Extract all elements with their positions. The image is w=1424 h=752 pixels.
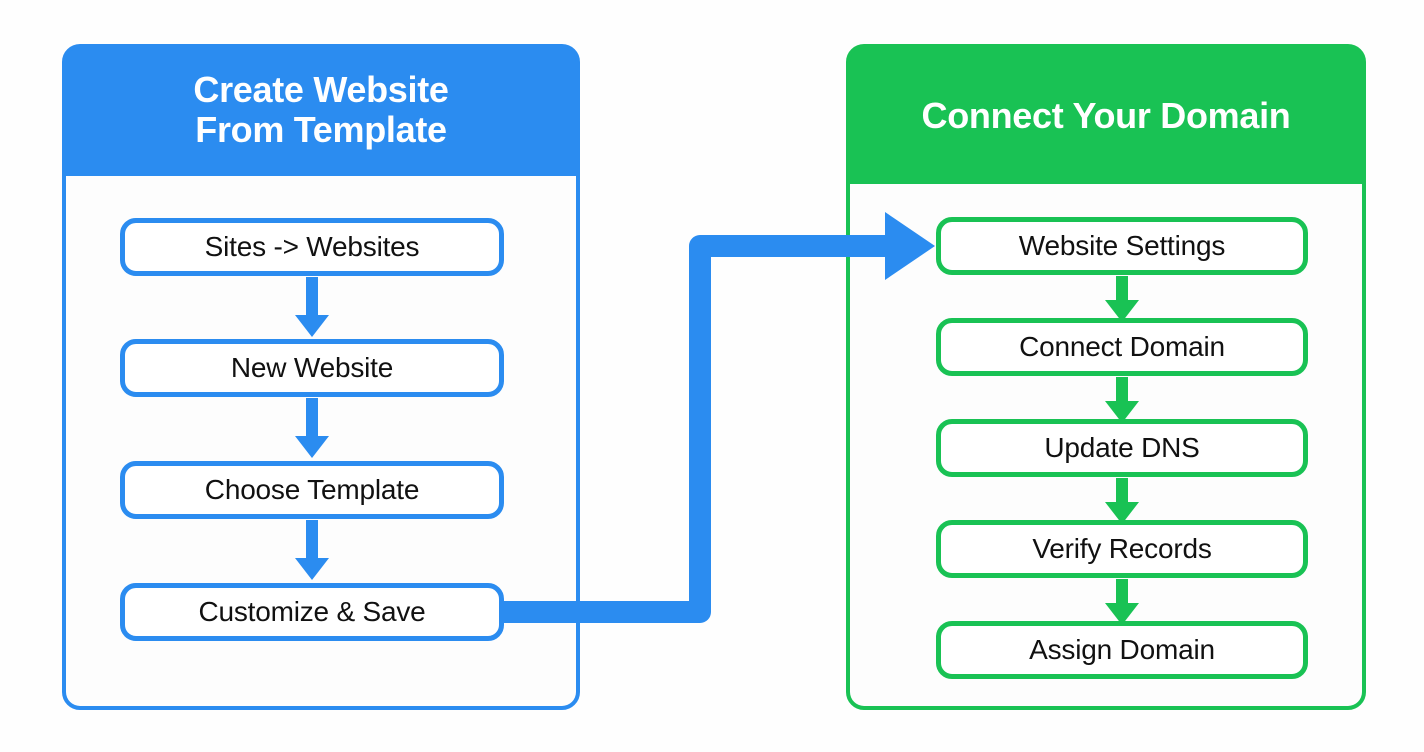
arrow-head: [1105, 502, 1139, 524]
arrow-head: [1105, 603, 1139, 625]
panel-connect-domain-header: Connect Your Domain: [850, 48, 1362, 184]
arrow-head: [295, 436, 329, 458]
arrow-head: [295, 315, 329, 337]
step-box-customize-save[interactable]: Customize & Save: [120, 583, 504, 641]
arrow-shaft: [306, 398, 318, 438]
arrow-shaft: [306, 277, 318, 317]
arrow-shaft: [1116, 377, 1128, 405]
arrow-new-website-to-choose-template: [295, 398, 329, 458]
arrow-head: [1105, 300, 1139, 322]
panel-create-website-title-line2: From Template: [195, 109, 447, 150]
step-box-connect-domain[interactable]: Connect Domain: [936, 318, 1308, 376]
arrow-shaft: [1116, 579, 1128, 607]
arrow-update-dns-to-verify-records: [1105, 478, 1139, 524]
arrow-head: [1105, 401, 1139, 423]
arrow-verify-records-to-assign-domain: [1105, 579, 1139, 625]
arrow-head: [295, 558, 329, 580]
arrow-website-settings-to-connect-domain: [1105, 276, 1139, 322]
panel-create-website-header: Create Website From Template: [66, 48, 576, 176]
step-box-update-dns[interactable]: Update DNS: [936, 419, 1308, 477]
panel-create-website-title-line1: Create Website: [193, 69, 449, 111]
step-box-choose-template[interactable]: Choose Template: [120, 461, 504, 519]
arrow-sites-to-new-website: [295, 277, 329, 337]
arrow-shaft: [1116, 276, 1128, 304]
panel-connect-domain-title: Connect Your Domain: [921, 95, 1291, 137]
step-box-verify-records[interactable]: Verify Records: [936, 520, 1308, 578]
step-box-website-settings[interactable]: Website Settings: [936, 217, 1308, 275]
step-box-new-website[interactable]: New Website: [120, 339, 504, 397]
step-box-assign-domain[interactable]: Assign Domain: [936, 621, 1308, 679]
arrow-connect-domain-to-update-dns: [1105, 377, 1139, 423]
arrow-shaft: [306, 520, 318, 560]
step-box-sites-websites[interactable]: Sites -> Websites: [120, 218, 504, 276]
arrow-choose-template-to-customize-save: [295, 520, 329, 580]
arrow-shaft: [1116, 478, 1128, 506]
